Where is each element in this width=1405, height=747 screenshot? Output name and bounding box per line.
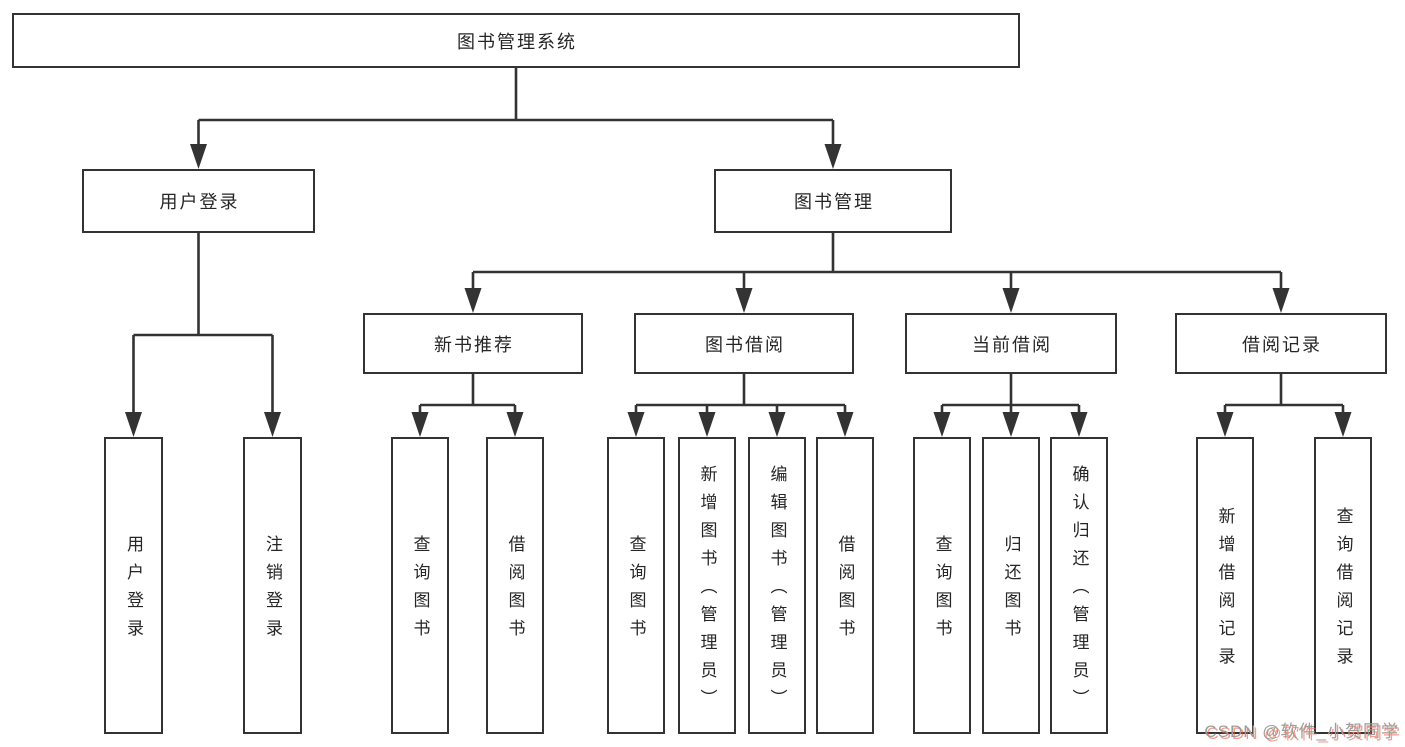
edge-book-borrow: [634, 374, 847, 415]
arrowhead-leaf-confirm-return: [1070, 412, 1088, 437]
node-label: 借阅图书: [835, 535, 855, 647]
arrowhead-leaf-user-login: [125, 412, 142, 437]
node-leaf-add-books: 新增图书（管理员）: [678, 437, 736, 734]
node-root: 图书管理系统: [12, 13, 1020, 68]
node-label: 确认归还（管理员）: [1069, 465, 1089, 717]
edge-user-login: [132, 233, 274, 415]
node-leaf-logout: 注销登录: [243, 437, 302, 734]
node-label: 查询借阅记录: [1333, 507, 1353, 675]
arrowhead-leaf-query-borrow-rec: [1334, 412, 1352, 437]
node-book-mgmt: 图书管理: [714, 169, 952, 233]
edge-root: [197, 68, 835, 147]
node-leaf-borrow-books-new: 借阅图书: [486, 437, 544, 734]
node-label: 编辑图书（管理员）: [767, 465, 787, 717]
arrowhead-book-mgmt: [824, 144, 842, 169]
node-leaf-return-books: 归还图书: [982, 437, 1040, 734]
edge-new-book-rec: [418, 374, 517, 415]
edge-borrow-records: [1223, 374, 1345, 415]
node-leaf-query-books-new: 查询图书: [391, 437, 449, 734]
arrowhead-leaf-return-books: [1002, 412, 1020, 437]
arrowhead-leaf-borrow-books: [836, 412, 854, 437]
node-label: 图书借阅: [705, 334, 785, 355]
arrowhead-book-borrow: [735, 288, 753, 313]
node-leaf-add-borrow-rec: 新增借阅记录: [1196, 437, 1254, 734]
arrowhead-leaf-edit-books: [768, 412, 786, 437]
node-label: 图书管理: [794, 192, 874, 212]
node-label: 图书管理系统: [457, 31, 577, 52]
node-label: 注销登录: [263, 535, 282, 647]
node-leaf-query-books-bor: 查询图书: [607, 437, 665, 734]
arrowhead-leaf-query-books-cur: [933, 412, 951, 437]
arrowhead-user-login: [190, 144, 207, 169]
node-new-book-rec: 新书推荐: [363, 313, 583, 374]
arrowhead-leaf-logout: [264, 412, 281, 437]
node-leaf-query-books-cur: 查询图书: [913, 437, 971, 734]
node-user-login: 用户登录: [82, 169, 315, 233]
node-leaf-confirm-return: 确认归还（管理员）: [1050, 437, 1108, 734]
arrowhead-borrow-records: [1272, 288, 1290, 313]
node-label: 查询图书: [410, 535, 430, 647]
node-label: 用户登录: [159, 192, 240, 212]
arrowhead-leaf-add-books: [698, 412, 716, 437]
node-leaf-borrow-books: 借阅图书: [816, 437, 874, 734]
node-label: 新增借阅记录: [1215, 507, 1235, 675]
node-leaf-query-borrow-rec: 查询借阅记录: [1314, 437, 1372, 734]
node-label: 新书推荐: [434, 334, 514, 355]
node-label: 用户登录: [124, 535, 143, 647]
node-label: 新增图书（管理员）: [697, 465, 717, 717]
arrowhead-leaf-borrow-books-new: [506, 412, 524, 437]
node-label: 归还图书: [1001, 535, 1021, 647]
csdn-watermark: CSDN @软件_小贺同学: [1204, 722, 1399, 741]
arrowhead-new-book-rec: [464, 288, 482, 313]
node-label: 借阅记录: [1242, 334, 1322, 355]
node-leaf-edit-books: 编辑图书（管理员）: [748, 437, 806, 734]
edge-book-mgmt: [471, 233, 1283, 291]
node-leaf-user-login: 用户登录: [104, 437, 163, 734]
node-label: 借阅图书: [505, 535, 525, 647]
edge-current-borrow: [940, 374, 1081, 415]
node-label: 查询图书: [932, 535, 952, 647]
arrowhead-current-borrow: [1002, 288, 1020, 313]
node-label: 查询图书: [626, 535, 646, 647]
arrowhead-leaf-query-books-bor: [627, 412, 645, 437]
arrowhead-leaf-query-books-new: [411, 412, 429, 437]
node-label: 当前借阅: [972, 334, 1052, 355]
node-current-borrow: 当前借阅: [905, 313, 1117, 374]
node-book-borrow: 图书借阅: [634, 313, 854, 374]
arrowhead-leaf-add-borrow-rec: [1216, 412, 1234, 437]
node-borrow-records: 借阅记录: [1175, 313, 1387, 374]
